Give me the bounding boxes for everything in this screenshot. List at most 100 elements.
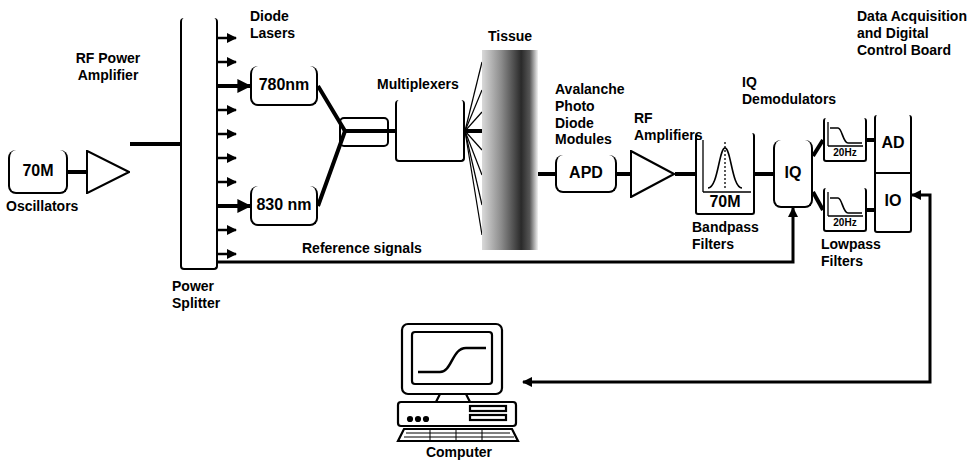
signal-arrow [218, 204, 250, 208]
node-text: IO [885, 192, 902, 210]
node-text: AD [881, 134, 904, 152]
button [416, 417, 420, 421]
node-text: 70M [709, 193, 740, 211]
fiber-line [465, 62, 482, 131]
monitor-stand [436, 394, 470, 402]
signal-line [318, 131, 395, 206]
laser-box: 830 nm [250, 186, 318, 226]
button [408, 417, 412, 421]
ad-section: AD [876, 115, 910, 172]
graph-axes [828, 192, 863, 216]
keyboard-keys [404, 429, 514, 441]
screen [412, 332, 492, 384]
signal-line [813, 140, 823, 156]
triangle-outline [630, 150, 675, 198]
node-text: 70M [22, 162, 53, 180]
signal-line [867, 138, 874, 142]
node-text: APD [569, 164, 603, 182]
graph-axes [828, 122, 863, 146]
splitter-output-arrow [218, 109, 236, 112]
bandpass-filter: 70MBandpass Filters [695, 133, 755, 215]
fiber-line [465, 112, 482, 131]
splitter-output-arrow [218, 253, 236, 256]
signal-line [130, 142, 180, 146]
signal-line [617, 172, 630, 176]
node-heading: RF Power Amplifier [58, 50, 158, 84]
node-heading: RF Amplifiers [634, 110, 716, 144]
node-text: 20Hz [833, 147, 856, 159]
edge-label: Reference signals [300, 240, 424, 257]
signal-line [867, 208, 874, 212]
amplifier-triangle: RF Power Amplifier [86, 150, 130, 194]
node-text: 20Hz [833, 217, 856, 229]
lowpass-graph [828, 192, 863, 216]
signal-line [755, 172, 773, 176]
triangle-shape [87, 151, 129, 193]
node-heading: Lowpass Filters [821, 236, 887, 270]
splitter-output-arrow [218, 37, 236, 40]
tissue-band: Tissue [482, 50, 538, 250]
node-heading: IQ Demodulators [742, 74, 847, 108]
signal-line [675, 172, 695, 176]
io-section: IO [876, 172, 910, 229]
drive-slot [470, 415, 506, 420]
center-line [724, 142, 725, 190]
signal-line [813, 192, 823, 210]
splitter-output-arrow [218, 157, 236, 160]
node-heading: Oscillators [6, 198, 96, 215]
node-text: IQ [785, 164, 802, 182]
screen-curve [418, 348, 486, 372]
signal-line [538, 172, 555, 176]
oscillator-box: 70MOscillators [8, 150, 68, 194]
monitor [402, 324, 502, 394]
signal-line [68, 170, 86, 174]
amplifier-triangle: RF Amplifiers [630, 150, 675, 198]
laser-box: 780nm [250, 66, 318, 106]
lowpass-curve [830, 198, 862, 213]
splitter-output-arrow [218, 181, 236, 184]
node-text: 830 nm [256, 196, 311, 214]
system-unit [398, 402, 516, 426]
fiber-line [465, 131, 482, 205]
fiber-fan [465, 62, 482, 235]
splitter-output-arrow [218, 133, 236, 136]
multiplexer-box: Multiplexers [395, 100, 465, 162]
node-heading: Avalanche Photo Diode Modules [555, 81, 635, 148]
triangle-shape [631, 151, 674, 197]
splitter-outputs [218, 38, 236, 254]
lowpass-filter: 20HzLowpass Filters [823, 188, 867, 232]
part-label: Diode Lasers [250, 8, 306, 42]
graph-axes [703, 140, 751, 192]
signal-arrow [218, 84, 250, 88]
triangle-outline [86, 150, 130, 194]
iq-demodulator: IQ DemodulatorsIQ [773, 140, 813, 208]
computer: Computer [395, 322, 523, 442]
bandpass-graph [703, 140, 751, 192]
node-heading: Tissue [472, 28, 548, 45]
signal-line [465, 129, 482, 133]
apd-module: Avalanche Photo Diode ModulesAPD [555, 155, 617, 193]
power-splitter: Power Splitter [180, 18, 218, 270]
keyboard [398, 429, 518, 441]
splitter-output-arrow [218, 229, 236, 232]
node-heading: Multiplexers [377, 76, 477, 93]
lowpass-filter: 20Hz [823, 118, 867, 162]
signal-arrow [523, 195, 930, 382]
drive-slot [470, 406, 506, 411]
node-heading: Data Acquisition and Digital Control Boa… [857, 8, 967, 58]
node-text: 780nm [259, 76, 310, 94]
splitter-output-arrow [218, 61, 236, 64]
daq-board: Data Acquisition and Digital Control Boa… [874, 115, 912, 233]
lowpass-curve [830, 128, 862, 143]
node-heading: Power Splitter [172, 278, 234, 312]
button [424, 417, 428, 421]
fiber-line [465, 90, 482, 131]
lowpass-graph [828, 122, 863, 146]
node-heading: Bandpass Filters [692, 219, 772, 253]
fiber-line [465, 131, 482, 235]
computer-illustration [398, 324, 518, 441]
signal-line [318, 86, 395, 131]
node-heading: Computer [414, 444, 504, 461]
